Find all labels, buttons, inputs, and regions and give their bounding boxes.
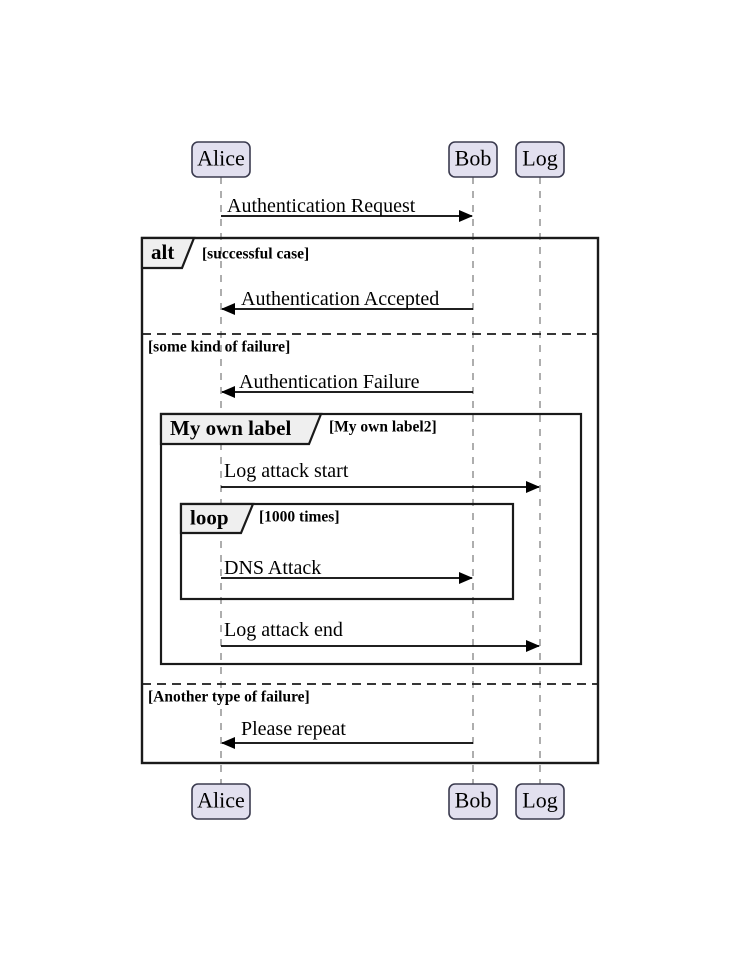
message-label: Authentication Request (227, 195, 416, 217)
fragment-border (159, 412, 583, 666)
fragment-guard-condition: [My own label2] (329, 419, 437, 436)
message-arrow[interactable]: Please repeat (221, 718, 473, 749)
participant-label: Log (522, 146, 557, 171)
fragment-my-own-label[interactable]: My own label [My own label2] (159, 412, 583, 666)
fragment-guard-condition: [successful case] (202, 246, 309, 263)
fragment-guard-condition: [1000 times] (259, 509, 340, 526)
fragment-operator-tab (179, 502, 255, 535)
fragment-operator-tab (140, 236, 196, 270)
participant-bob-foot[interactable]: Bob (448, 783, 498, 820)
participant-label: Alice (197, 146, 245, 171)
participant-label: Log (522, 788, 557, 813)
participant-box (515, 141, 565, 178)
participant-label: Bob (455, 146, 492, 171)
message-label: DNS Attack (224, 557, 321, 579)
message-arrow[interactable]: Log attack end (221, 619, 540, 652)
fragment-alt-outer[interactable]: alt [successful case] [some kind of failur… (140, 236, 600, 765)
fragment-loop-inner[interactable]: loop [1000 times] (179, 502, 515, 601)
participant-box (448, 141, 498, 178)
fragment-operator-label: alt (151, 240, 174, 264)
fragment-alternative-guard: [some kind of failure] (148, 339, 290, 356)
participant-box (515, 783, 565, 820)
message-label: Please repeat (241, 718, 346, 740)
fragment-alternative-guard: [Another type of failure] (148, 689, 310, 706)
fragment-border (179, 502, 515, 601)
message-arrowhead (526, 640, 540, 652)
fragment-operator-label: loop (190, 505, 229, 529)
participant-box (191, 783, 251, 820)
fragment-operator-label: My own label (170, 416, 292, 440)
message-arrowhead (221, 386, 235, 398)
participant-log-head[interactable]: Log (515, 141, 565, 178)
message-arrow[interactable]: Authentication Request (221, 195, 473, 222)
message-arrow[interactable]: Log attack start (221, 460, 540, 493)
message-arrowhead (459, 210, 473, 222)
message-label: Authentication Accepted (241, 288, 439, 310)
participant-label: Alice (197, 788, 245, 813)
participant-label: Bob (455, 788, 492, 813)
message-label: Log attack start (224, 460, 349, 482)
participant-box (448, 783, 498, 820)
lifelines-layer (220, 177, 541, 784)
fragment-border (140, 236, 600, 765)
message-arrowhead (459, 572, 473, 584)
message-label: Log attack end (224, 619, 343, 641)
message-label: Authentication Failure (239, 371, 420, 393)
participant-log-foot[interactable]: Log (515, 783, 565, 820)
fragment-operator-tab (159, 412, 323, 446)
participant-bob-head[interactable]: Bob (448, 141, 498, 178)
message-arrowhead (221, 303, 235, 315)
participant-box (191, 141, 251, 178)
message-arrow[interactable]: DNS Attack (221, 557, 473, 584)
message-arrow[interactable]: Authentication Accepted (221, 288, 473, 315)
participant-alice-head[interactable]: Alice (191, 141, 251, 178)
message-arrow[interactable]: Authentication Failure (221, 371, 473, 398)
participant-alice-foot[interactable]: Alice (191, 783, 251, 820)
message-arrowhead (221, 737, 235, 749)
message-arrowhead (526, 481, 540, 493)
fragments-layer: alt [successful case] [some kind of failur… (140, 236, 600, 765)
